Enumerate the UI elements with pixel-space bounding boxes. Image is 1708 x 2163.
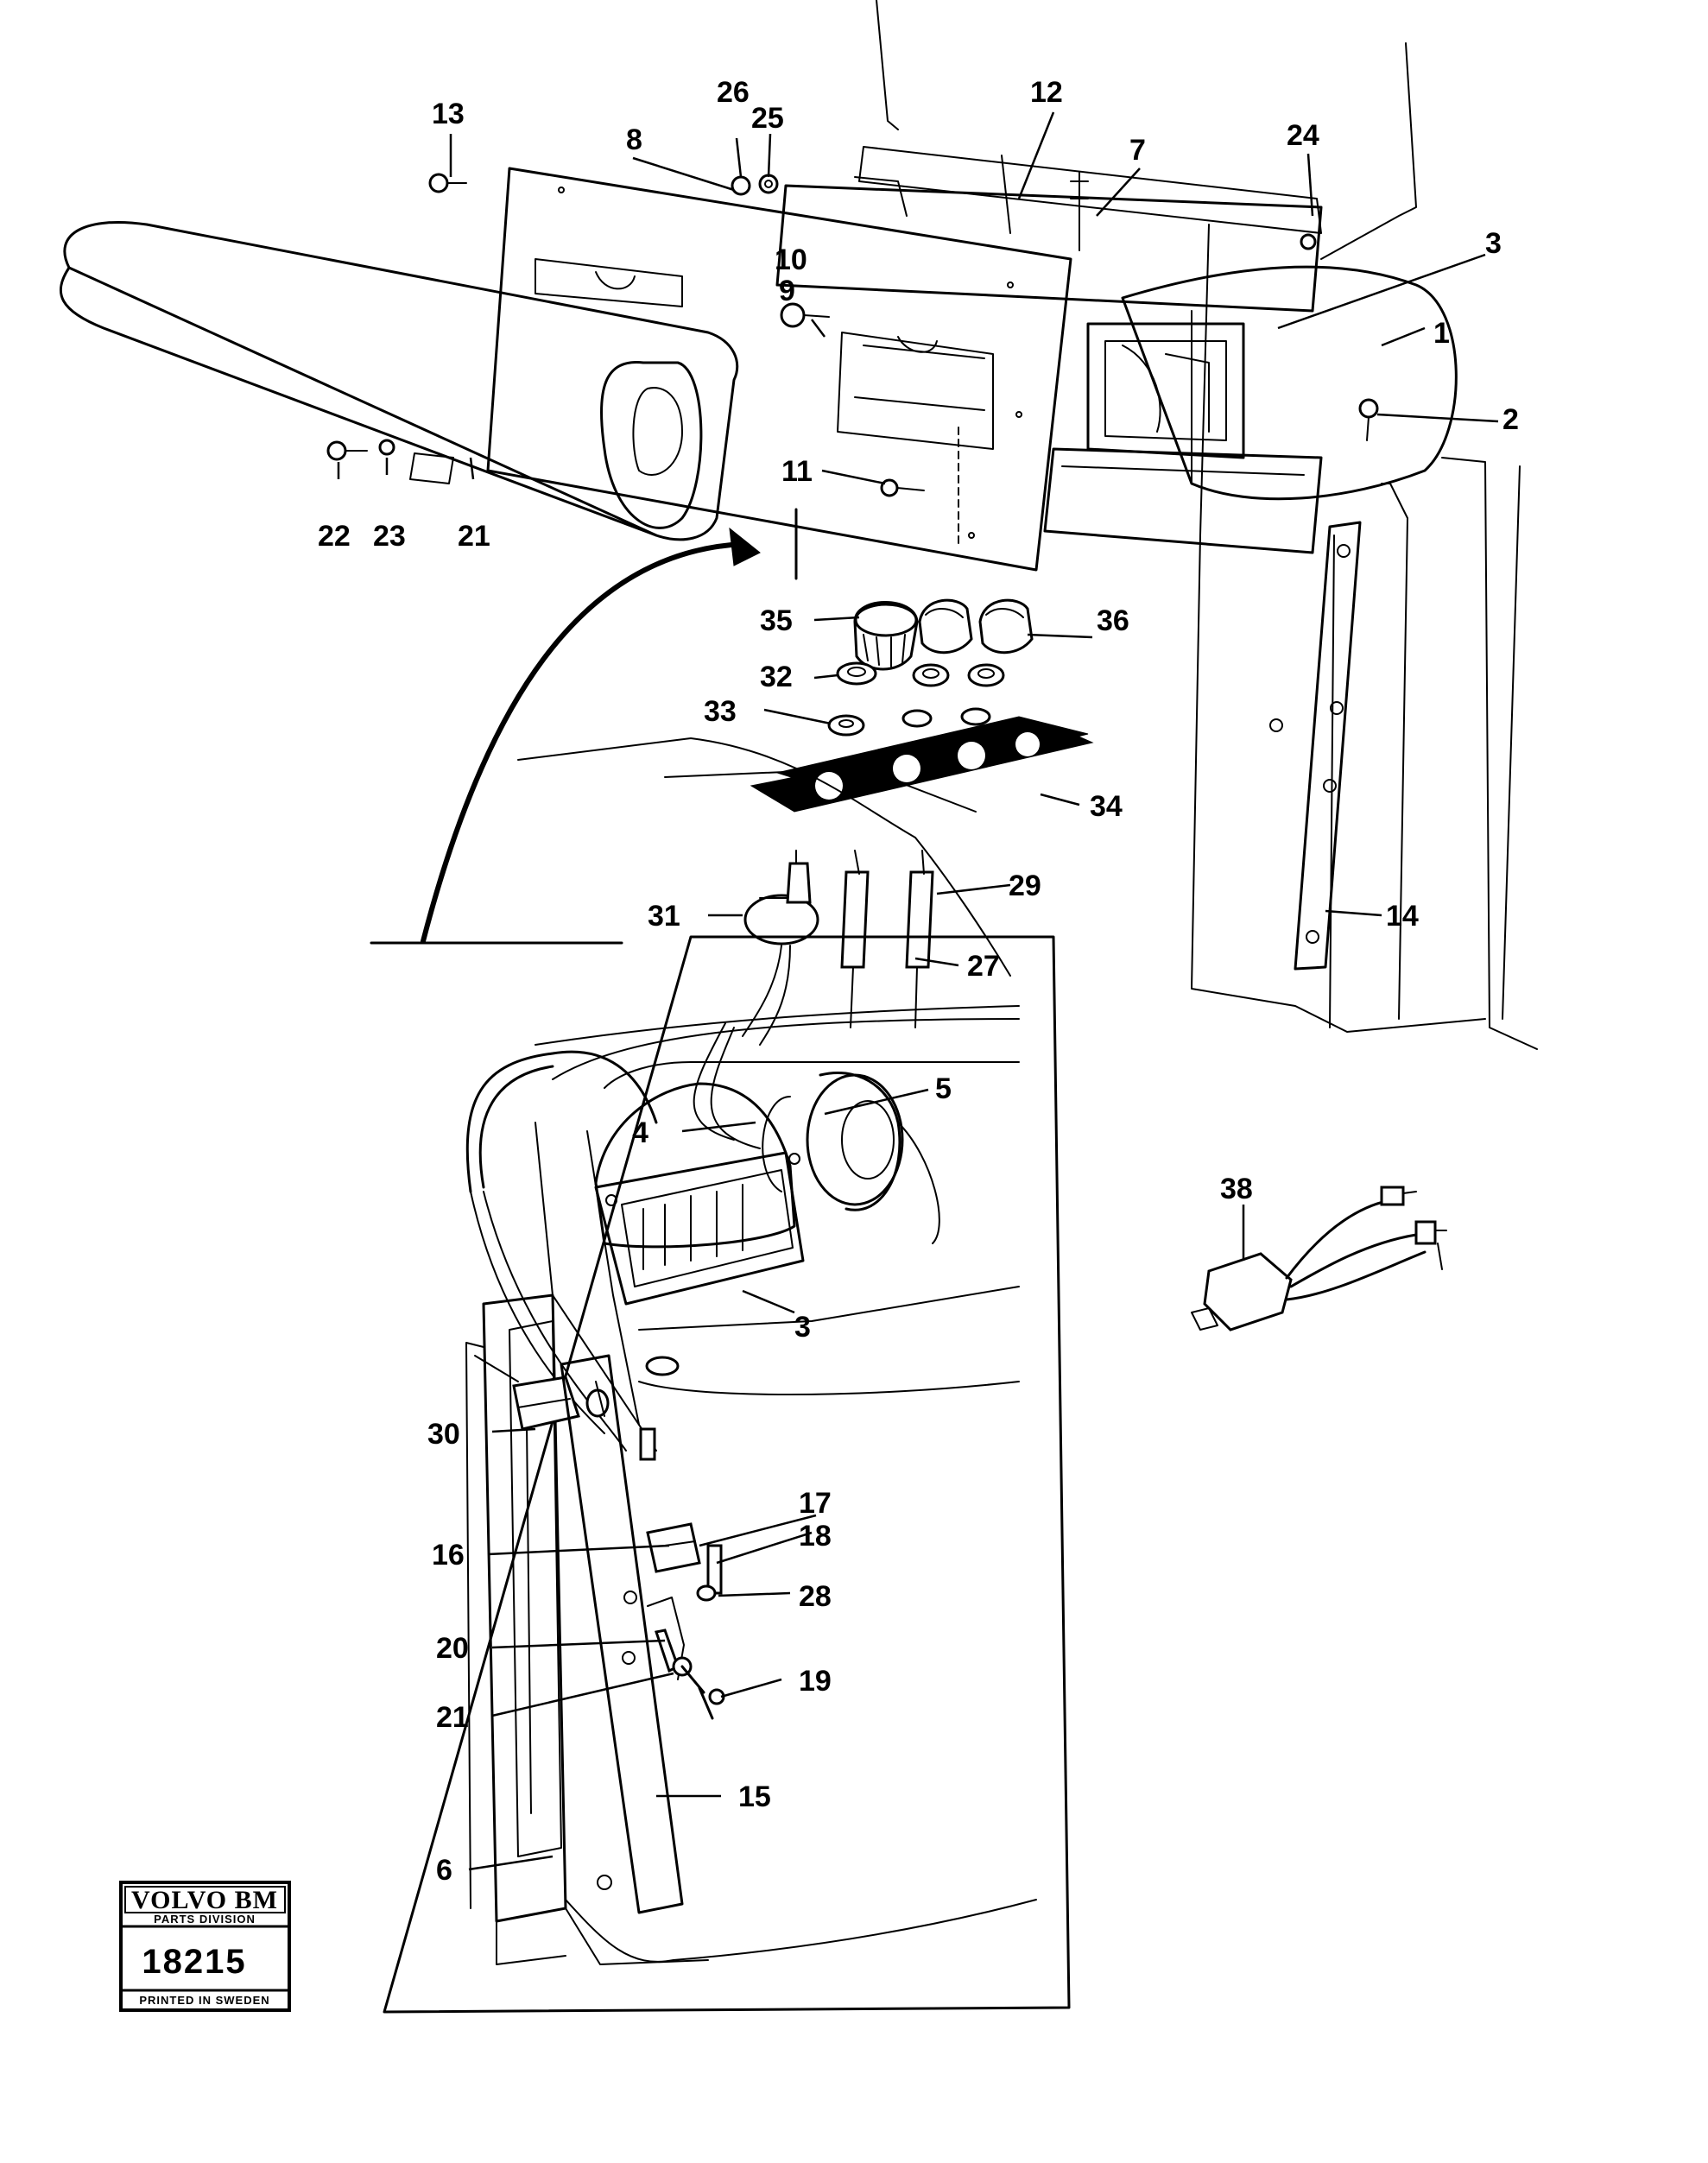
label-8: 8 <box>626 123 642 156</box>
label-26: 25 <box>751 102 784 135</box>
label-3: 3 <box>1485 227 1502 260</box>
bottom-trim-strip <box>1043 447 1323 554</box>
label-37: 36 <box>1097 604 1129 637</box>
volvo-bm-stamp: VOLVO BM PARTS DIVISION 18215 PRINTED IN… <box>119 1881 291 2012</box>
label-38: 38 <box>1220 1173 1253 1205</box>
label-5: 5 <box>935 1072 952 1105</box>
callout-arrow <box>421 527 761 944</box>
label-16: 16 <box>432 1539 465 1572</box>
dash-surface <box>517 737 1011 977</box>
label-10: 10 <box>775 243 807 276</box>
side-duct <box>60 220 739 541</box>
frame-rails <box>775 146 1323 313</box>
part-labels: 13 26 25 12 8 7 24 3 10 9 1 2 11 22 23 2… <box>318 76 1519 1887</box>
cable-38 <box>1191 1186 1447 1331</box>
label-28: 27 <box>967 950 1000 983</box>
label-33: 32 <box>760 661 793 693</box>
label-30: 29 <box>1009 870 1041 902</box>
blower-unit <box>594 1082 805 1306</box>
stamp-printed: PRINTED IN SWEDEN <box>139 1994 269 2007</box>
label-15: 15 <box>738 1780 771 1813</box>
relay-bracket-31 <box>474 1355 610 1431</box>
label-12: 12 <box>1030 76 1063 109</box>
bottom-outline <box>496 1899 1037 1965</box>
label-29: 28 <box>799 1580 832 1613</box>
label-6: 6 <box>436 1854 452 1887</box>
control-knobs <box>853 598 1034 671</box>
label-25: 24 <box>1287 119 1319 152</box>
leader-lines <box>337 111 1499 1871</box>
wiring-harness-lower <box>465 1022 761 1461</box>
stamp-division: PARTS DIVISION <box>154 1913 256 1926</box>
label-32: 31 <box>648 900 680 933</box>
mounting-strip-14 <box>1269 521 1362 971</box>
label-14: 14 <box>1386 900 1419 933</box>
label-1: 1 <box>1433 317 1450 350</box>
label-34: 33 <box>704 695 737 728</box>
post-15 <box>560 1354 684 1914</box>
label-31: 30 <box>427 1418 460 1451</box>
label-36: 35 <box>760 604 793 637</box>
label-2: 2 <box>1502 403 1519 436</box>
label-22: 21 <box>458 520 490 553</box>
stamp-brand: VOLVO BM <box>131 1886 278 1914</box>
detail-box <box>370 935 1071 2014</box>
front-panel <box>486 167 1072 572</box>
fan-motor <box>762 1071 940 1244</box>
limit-switch-assembly <box>646 1522 725 1720</box>
label-23: 22 <box>318 520 351 553</box>
label-35: 34 <box>1090 790 1123 823</box>
cab-background-outline <box>876 0 1538 1050</box>
label-13: 13 <box>432 98 465 130</box>
label-3b: 3 <box>794 1311 811 1344</box>
label-9: 9 <box>779 275 795 307</box>
label-17: 17 <box>799 1487 832 1520</box>
lower-cowl <box>535 1005 1020 1395</box>
nuts-washers <box>827 661 1005 737</box>
stamp-number: 18215 <box>142 1943 246 1981</box>
label-21: 21 <box>436 1701 469 1734</box>
label-20: 20 <box>436 1632 469 1665</box>
switch-panel <box>750 716 1094 813</box>
label-19: 19 <box>799 1665 832 1698</box>
label-18: 18 <box>799 1520 832 1553</box>
label-27: 26 <box>717 76 750 109</box>
switches-and-connector <box>742 850 934 1046</box>
label-11: 11 <box>781 455 813 488</box>
air-duct-housing <box>1086 265 1458 501</box>
label-7: 7 <box>1129 134 1146 167</box>
label-24: 23 <box>373 520 406 553</box>
label-4: 4 <box>632 1116 648 1149</box>
